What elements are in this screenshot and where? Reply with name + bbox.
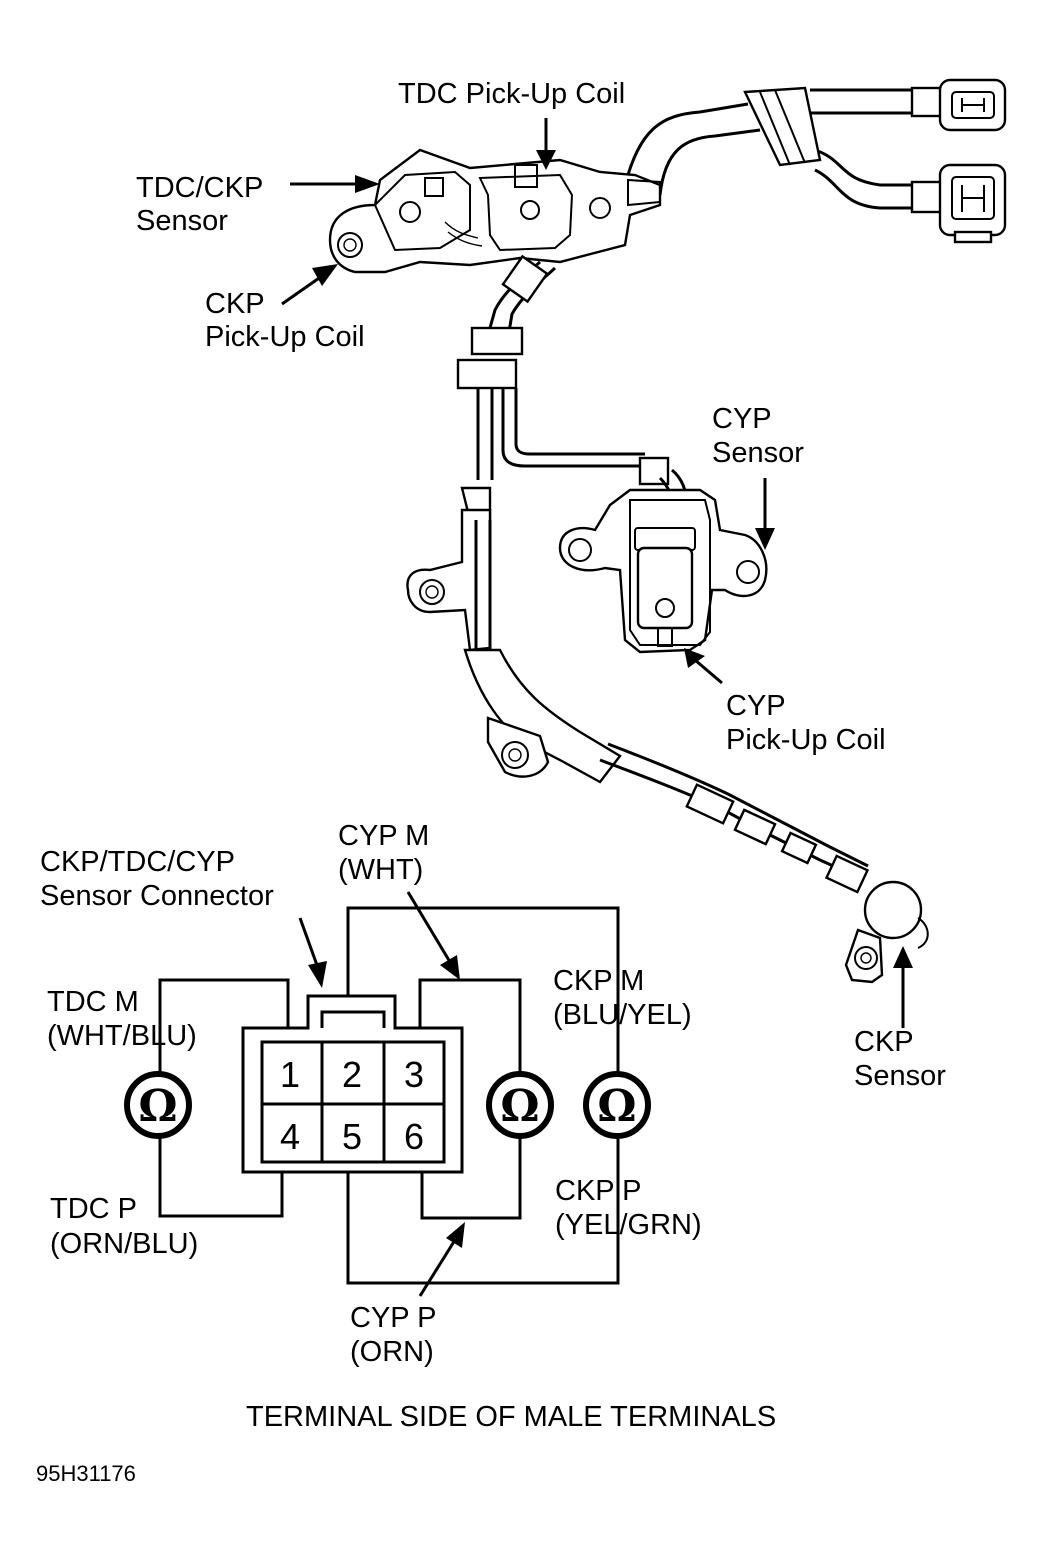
label-ckp-m-line1: CKP M xyxy=(553,965,645,997)
label-connector-line1: CKP/TDC/CYP xyxy=(40,846,235,878)
label-tdc-ckp-sensor-line2: Sensor xyxy=(136,205,228,237)
label-ckp-p-line2: (YEL/GRN) xyxy=(555,1209,702,1241)
figure-code: 95H31176 xyxy=(36,1461,136,1486)
harness-split-boot xyxy=(743,86,822,167)
label-tdc-p-line2: (ORN/BLU) xyxy=(50,1228,199,1260)
ohmmeter-tdc: Ω xyxy=(124,1071,192,1139)
label-cyp-p-line2: (ORN) xyxy=(350,1336,434,1368)
label-cyp-sensor-line2: Sensor xyxy=(712,437,804,469)
ohm-symbol: Ω xyxy=(500,1081,539,1132)
pin-6: 6 xyxy=(404,1116,424,1157)
harness-connector-lower xyxy=(814,148,1007,244)
figure-caption: TERMINAL SIDE OF MALE TERMINALS xyxy=(246,1401,777,1433)
label-ckp-sensor-line2: Sensor xyxy=(854,1060,946,1092)
pin-3: 3 xyxy=(404,1054,424,1095)
pin-2: 2 xyxy=(342,1054,362,1095)
label-ckp-p-line1: CKP P xyxy=(555,1175,642,1207)
pointer-arrows xyxy=(281,118,913,1028)
ohmmeter-cyp: Ω xyxy=(486,1071,554,1139)
label-cyp-sensor-line1: CYP xyxy=(712,403,772,435)
label-connector-line2: Sensor Connector xyxy=(40,880,274,912)
label-tdc-ckp-sensor-line1: TDC/CKP xyxy=(136,172,264,204)
pin-5: 5 xyxy=(342,1116,362,1157)
connector-pin-numbers: 1 2 3 4 5 6 xyxy=(280,1054,424,1157)
cyp-sensor-body xyxy=(558,488,768,654)
pin-4: 4 xyxy=(280,1116,300,1157)
ohmmeter-ckp: Ω xyxy=(583,1071,651,1139)
test-leads xyxy=(158,906,620,1285)
label-cyp-m-line1: CYP M xyxy=(338,820,430,852)
label-tdc-p-line1: TDC P xyxy=(50,1193,137,1225)
label-tdc-pickup-coil: TDC Pick-Up Coil xyxy=(398,78,626,110)
label-cyp-pickup-coil-line1: CYP xyxy=(726,690,786,722)
pin-1: 1 xyxy=(280,1054,300,1095)
harness-connector-upper xyxy=(810,78,1007,132)
label-cyp-p-line1: CYP P xyxy=(350,1302,437,1334)
label-cyp-pickup-coil-line2: Pick-Up Coil xyxy=(726,724,886,756)
ohm-symbol: Ω xyxy=(138,1081,177,1132)
label-tdc-m-line2: (WHT/BLU) xyxy=(47,1020,197,1052)
ohm-symbol: Ω xyxy=(597,1081,636,1132)
connector-arrows xyxy=(298,891,465,1297)
label-ckp-sensor-line1: CKP xyxy=(854,1026,914,1058)
sensor-connector-face xyxy=(241,994,464,1174)
tdc-ckp-sensor-body xyxy=(328,148,662,274)
label-ckp-m-line2: (BLU/YEL) xyxy=(553,999,692,1031)
label-tdc-m-line1: TDC M xyxy=(47,986,139,1018)
label-ckp-pickup-coil-line2: Pick-Up Coil xyxy=(205,321,365,353)
ckp-sensor-bracket xyxy=(406,486,929,984)
label-ckp-pickup-coil-line1: CKP xyxy=(205,288,265,320)
harness-down xyxy=(456,254,689,526)
main-cable-top xyxy=(623,102,749,186)
label-cyp-m-line2: (WHT) xyxy=(338,854,424,886)
